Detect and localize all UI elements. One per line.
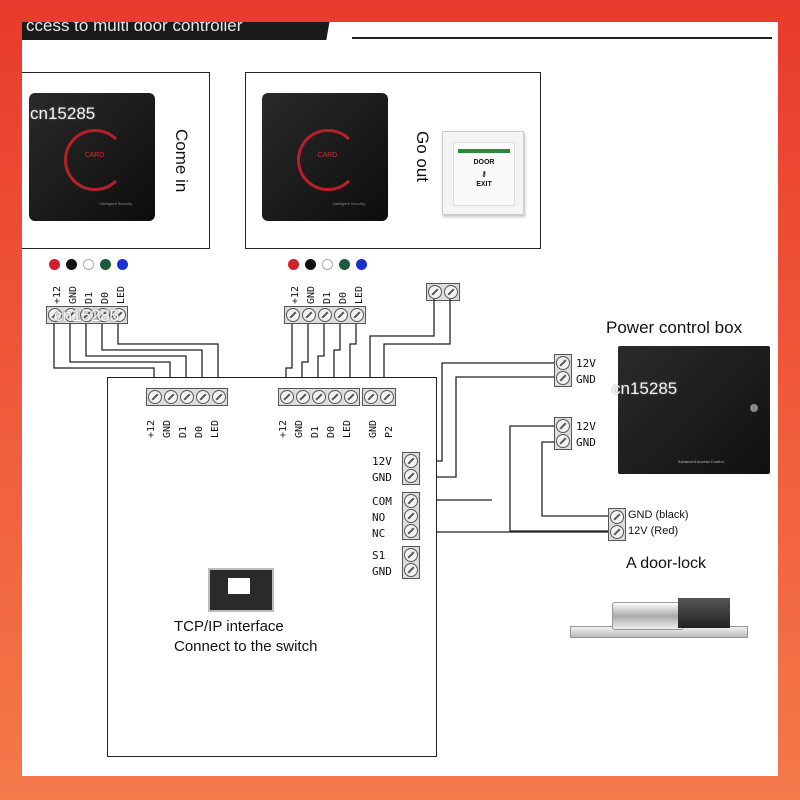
header-rule (352, 37, 772, 39)
ctrl-pin-led: LED (342, 419, 353, 438)
ctrl-pin-12v: +12 (146, 419, 157, 438)
ctrl-pin-gnd: GND (294, 419, 305, 438)
exit-button: DOOR ⚷ EXIT (442, 131, 524, 215)
lock-body (678, 598, 730, 628)
green-dot (100, 259, 111, 270)
terminal-ctrl-relay (402, 492, 420, 540)
reader-logo-icon (64, 128, 126, 192)
power-out2-gnd: GND (576, 436, 596, 449)
power-out2-12v: 12V (576, 420, 596, 433)
reader-brand-text: Intelligent Security (332, 200, 366, 206)
ctrl-pin-p2: P2 (384, 425, 395, 438)
header-bar-tail (312, 22, 352, 40)
ethernet-port (208, 568, 274, 612)
ctrl-nc-label: NC (372, 527, 386, 540)
exit-door-text: DOOR (473, 158, 495, 166)
terminal-ctrl-reader-out (278, 388, 360, 406)
ctrl-s1-label: S1 (372, 549, 386, 562)
terminal-ctrl-reader-in (146, 388, 228, 406)
diagram-canvas: ccess to multi door controller CARD Inte… (22, 22, 778, 776)
terminal-door-lock (608, 508, 626, 541)
rj45-icon (208, 568, 274, 612)
power-box-brand: Advanced Access Control (678, 459, 724, 464)
door-lock-title: A door-lock (626, 555, 707, 572)
watermark: cn15285 (612, 379, 678, 398)
ctrl-pin-d0: D0 (194, 425, 205, 438)
header-bar: ccess to multi door controller (22, 22, 312, 40)
terminal-reader-out (284, 306, 366, 324)
lock-12v-label: 12V (Red) (628, 525, 679, 537)
ctrl-pin-d0: D0 (326, 425, 337, 438)
ctrl-pin-led: LED (210, 419, 221, 438)
watermark: cn15285 (54, 306, 120, 325)
blue-dot (117, 259, 128, 270)
key-icon: ⚷ (481, 170, 487, 178)
ctrl-12v-label: 12V (372, 455, 392, 468)
terminal-ctrl-sensor (402, 546, 420, 579)
green-dot (339, 259, 350, 270)
reader-panel-out: CARD Intelligent Security Go out DOOR ⚷ … (245, 72, 541, 249)
terminal-exit-button (426, 283, 460, 301)
terminal-ctrl-power (402, 452, 420, 485)
terminal-power-out2 (554, 417, 572, 450)
terminal-reader-in (46, 306, 128, 324)
lock-knob (750, 404, 758, 412)
watermark: cn15285 (30, 104, 96, 123)
ctrl-pin-12v: +12 (278, 419, 289, 438)
lock-gnd-label: GND (black) (628, 509, 689, 521)
reader-card-text: CARD (317, 151, 338, 159)
red-dot (49, 259, 60, 270)
power-out1-12v: 12V (576, 357, 596, 370)
reader-panel-in: CARD Intelligent Security Come in (22, 72, 210, 249)
white-dot (322, 259, 333, 270)
tcp-ip-label: TCP/IP interface (174, 618, 284, 635)
lock-bolt (612, 602, 684, 630)
power-box: Advanced Access Control (618, 346, 770, 474)
ctrl-pin-d1: D1 (310, 425, 321, 438)
ctrl-pin-exit-gnd: GND (368, 419, 379, 438)
card-reader-in: CARD Intelligent Security (29, 93, 155, 221)
header-title: ccess to multi door controller (26, 22, 243, 35)
ctrl-pin-gnd: GND (162, 419, 173, 438)
power-box-title: Power control box (606, 318, 743, 337)
red-dot (288, 259, 299, 270)
reader-card-text: CARD (84, 151, 105, 159)
connect-switch-label: Connect to the switch (174, 638, 318, 655)
ctrl-com-label: COM (372, 495, 392, 508)
ctrl-no-label: NO (372, 511, 386, 524)
wire-colors-reader-in (49, 259, 128, 270)
card-reader-out: CARD Intelligent Security (262, 93, 388, 221)
ctrl-gnd-label: GND (372, 471, 392, 484)
ctrl-sensor-gnd-label: GND (372, 565, 392, 578)
blue-dot (356, 259, 367, 270)
exit-indicator (458, 149, 510, 154)
controller-board: TCP/IP interface Connect to the switch (107, 377, 437, 757)
reader-logo-icon (297, 128, 359, 192)
black-dot (66, 259, 77, 270)
black-dot (305, 259, 316, 270)
power-out1-gnd: GND (576, 373, 596, 386)
wire-colors-reader-out (288, 259, 367, 270)
exit-exit-text: EXIT (476, 180, 492, 188)
terminal-power-out1 (554, 354, 572, 387)
white-dot (83, 259, 94, 270)
ctrl-pin-d1: D1 (178, 425, 189, 438)
reader-brand-text: Intelligent Security (99, 200, 133, 206)
terminal-ctrl-exit (362, 388, 396, 406)
